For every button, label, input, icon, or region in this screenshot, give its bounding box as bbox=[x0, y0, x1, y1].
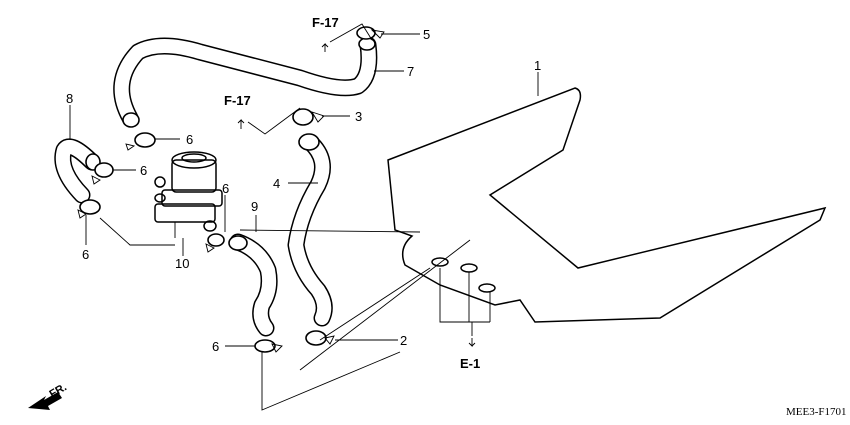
clamp-part-6-c bbox=[77, 199, 101, 219]
clamp-part-6-b bbox=[91, 162, 114, 185]
diagram-code: MEE3-F1701 bbox=[786, 406, 847, 418]
direction-label: FR. bbox=[48, 381, 69, 400]
callout-6-d: 6 bbox=[212, 339, 219, 354]
clamp-part-6-d bbox=[205, 233, 225, 253]
part-7-upper-hose bbox=[113, 36, 378, 128]
part-4-vertical-hose bbox=[287, 133, 333, 327]
part-10-control-valve bbox=[154, 151, 223, 238]
clamp-part-2 bbox=[305, 330, 335, 346]
part-8-elbow-hose bbox=[54, 138, 101, 204]
callout-6-b: 6 bbox=[140, 163, 147, 178]
callout-8: 8 bbox=[66, 91, 73, 106]
callout-3: 3 bbox=[355, 109, 362, 124]
part-1-cover-plate bbox=[387, 87, 827, 323]
reference-arrows bbox=[237, 42, 476, 348]
callout-5: 5 bbox=[423, 27, 430, 42]
front-direction-arrow-icon bbox=[28, 392, 62, 410]
reference-f17-mid: F-17 bbox=[224, 93, 251, 108]
clamp-part-6-a bbox=[125, 132, 156, 151]
callout-7: 7 bbox=[407, 64, 414, 79]
reference-e1: E-1 bbox=[460, 356, 480, 371]
leader-lines bbox=[69, 23, 539, 411]
callout-10: 10 bbox=[175, 256, 189, 271]
callout-6-e: 6 bbox=[82, 247, 89, 262]
part-9-lower-hose bbox=[228, 233, 278, 337]
reference-f17-top: F-17 bbox=[312, 15, 339, 30]
callout-2: 2 bbox=[400, 333, 407, 348]
callout-6-a: 6 bbox=[186, 132, 193, 147]
callout-4: 4 bbox=[273, 176, 280, 191]
callout-9: 9 bbox=[251, 199, 258, 214]
clamp-part-3 bbox=[292, 108, 325, 126]
callout-6-c: 6 bbox=[222, 181, 229, 196]
clamp-part-6-e bbox=[254, 339, 283, 353]
callout-1: 1 bbox=[534, 58, 541, 73]
clamp-part-5 bbox=[356, 26, 385, 40]
